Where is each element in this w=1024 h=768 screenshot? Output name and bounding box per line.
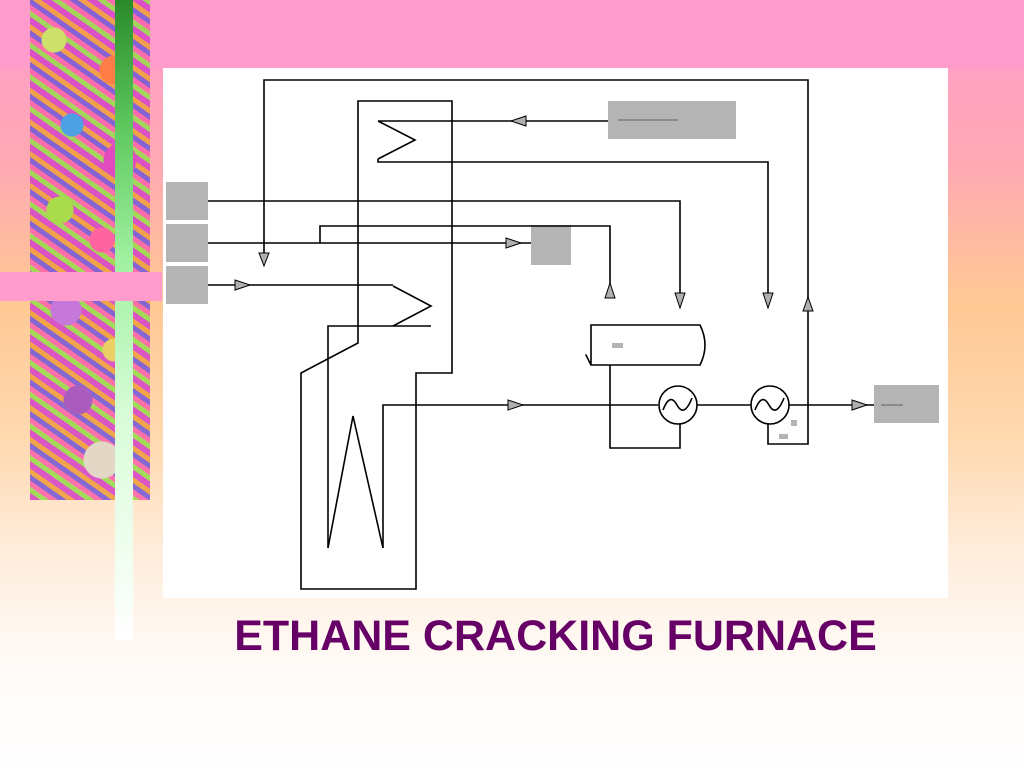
feed-arrow-1 <box>674 292 686 310</box>
top-pink-band <box>0 0 1024 68</box>
top-recycle-line <box>263 79 809 305</box>
drum-feed-line <box>319 225 611 298</box>
exchanger-2-loop <box>767 311 809 445</box>
radiant-outlet-arrow <box>507 399 525 411</box>
second-convection-coil <box>392 285 433 327</box>
stream-box-left-2 <box>166 224 208 262</box>
flash-drum-label <box>612 343 623 348</box>
exchanger-2-label-1 <box>791 420 797 426</box>
drum-bottom-line <box>609 365 681 449</box>
radiant-coil <box>327 415 384 549</box>
steam-feed-arrow <box>234 279 252 291</box>
exchanger-2-label-2 <box>779 434 788 439</box>
convection-inlet-arrow <box>762 292 774 310</box>
slide-title: ETHANE CRACKING FURNACE <box>234 612 877 660</box>
feed-arrow-2 <box>505 237 523 249</box>
stream-box-middle <box>531 225 571 265</box>
decorative-pink-band <box>0 272 162 301</box>
decorative-green-bar <box>115 0 133 640</box>
recycle-arrow-up <box>802 295 814 312</box>
convection-outlet-arrow <box>509 115 527 127</box>
crossover-line <box>327 325 431 548</box>
feed-line-1 <box>208 200 681 305</box>
cracking-furnace <box>300 100 453 590</box>
heat-exchanger-2-wave <box>754 397 785 411</box>
product-arrow <box>851 399 869 411</box>
drum-feed-arrow <box>604 281 616 299</box>
recycle-arrow-down <box>258 252 270 268</box>
heat-exchanger-1-wave <box>662 397 693 411</box>
flash-drum <box>585 324 706 366</box>
process-diagram-panel <box>163 68 948 598</box>
radiant-outlet-line <box>382 404 658 548</box>
stream-box-left-1 <box>166 182 208 220</box>
convection-coil <box>377 120 417 160</box>
stream-box-left-3 <box>166 266 208 304</box>
process-flow-diagram <box>166 79 939 590</box>
convection-inlet-line <box>377 159 769 305</box>
